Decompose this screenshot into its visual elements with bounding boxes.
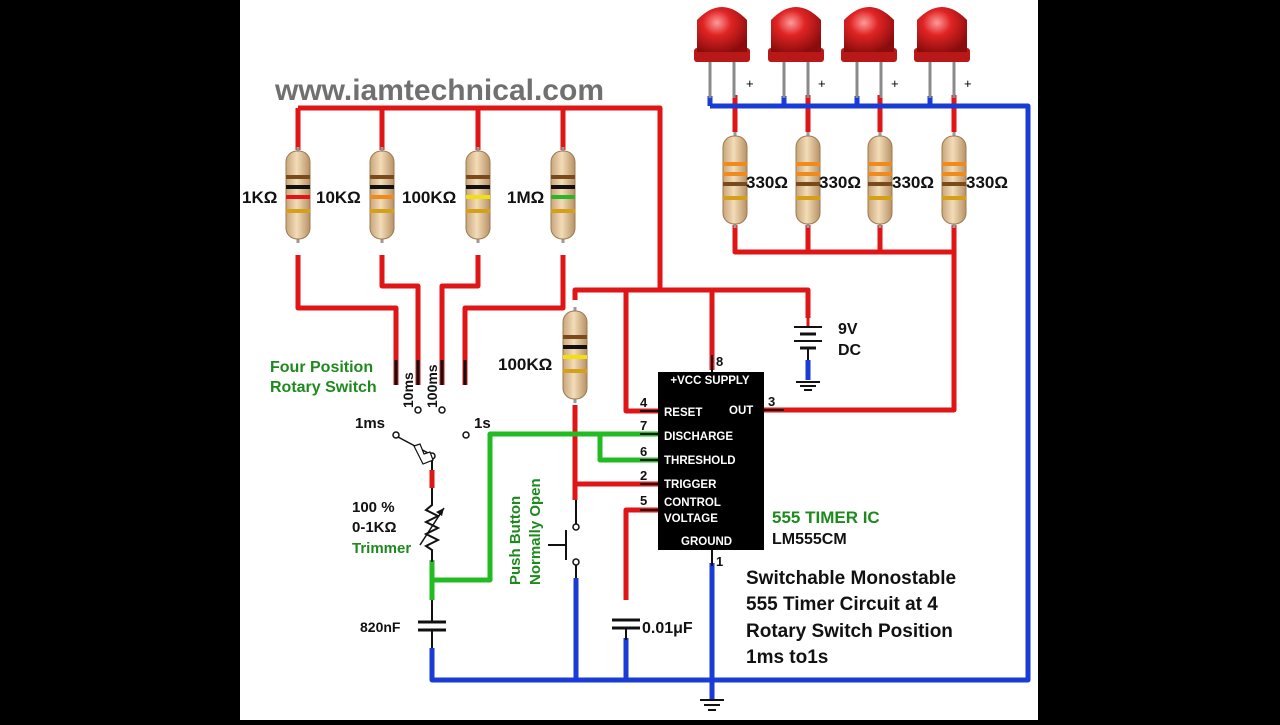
trimmer-label: Trimmer: [352, 540, 411, 557]
pin-number-2: 2: [640, 468, 647, 483]
switch-position-10ms: 10ms: [400, 372, 416, 408]
push-button-label-2: Normally Open: [527, 478, 544, 585]
ic-pin-control: CONTROL: [664, 497, 721, 509]
led-2: [768, 7, 824, 98]
ic-name: 555 TIMER IC: [772, 508, 880, 527]
pin-number-4: 4: [640, 395, 648, 410]
website-watermark: www.iamtechnical.com: [274, 74, 604, 107]
led-resistor-label-1: 330Ω: [746, 173, 788, 192]
pullup-resistor: [561, 305, 589, 405]
pin-number-8: 8: [716, 354, 723, 369]
led-resistor-1: [721, 130, 749, 230]
circuit-description: Switchable Monostable 555 Timer Circuit …: [746, 568, 956, 668]
ic-pin-numbers: 8 4 3 7 6 2 5 1: [640, 354, 775, 569]
ic-pin-trigger: TRIGGER: [664, 479, 717, 491]
timing-capacitor: [418, 600, 446, 648]
battery-9v: [794, 318, 822, 391]
ic-pin-ground: GROUND: [681, 536, 732, 548]
timing-resistor-1k: [284, 145, 312, 245]
timing-resistor-10k: [368, 145, 396, 245]
hand-cursor-icon: [413, 443, 434, 465]
resistor-label-100k: 100KΩ: [402, 188, 456, 207]
trimmer-range: 0-1KΩ: [352, 519, 397, 536]
rotary-switch-title-1: Four Position: [270, 359, 373, 376]
ic-pin-out: OUT: [729, 405, 753, 417]
ic-pin-discharge: DISCHARGE: [664, 431, 733, 443]
pin-number-7: 7: [640, 418, 647, 433]
ic-part-number: LM555CM: [772, 531, 847, 548]
ic-pin-threshold: THRESHOLD: [664, 455, 736, 467]
timing-capacitor-label: 820nF: [360, 619, 401, 635]
led-2-plus: +: [818, 76, 826, 91]
push-button-label-1: Push Button: [507, 496, 524, 585]
control-capacitor-label: 0.01μF: [642, 620, 693, 637]
led-1-plus: +: [746, 76, 754, 91]
pin-number-6: 6: [640, 444, 647, 459]
switch-position-100ms: 100ms: [424, 364, 440, 408]
pullup-resistor-label: 100KΩ: [498, 355, 552, 374]
pin-number-1: 1: [716, 554, 723, 569]
led-3-plus: +: [891, 76, 899, 91]
ic-pin-voltage: VOLTAGE: [664, 513, 718, 525]
trimmer-potentiometer: [419, 488, 445, 562]
ic-pin-reset: RESET: [664, 407, 702, 419]
led-4-plus: +: [964, 76, 972, 91]
pin-number-5: 5: [640, 493, 647, 508]
diagram-canvas: [240, 0, 1038, 720]
led-resistor-label-3: 330Ω: [892, 173, 934, 192]
description-line-3: Rotary Switch Position: [746, 621, 953, 642]
ground-symbol-icon: [700, 699, 724, 711]
led-resistor-2: [794, 130, 822, 230]
led-1: [694, 7, 750, 98]
switch-position-1s: 1s: [474, 415, 491, 432]
resistor-label-1k: 1KΩ: [242, 188, 277, 207]
resistor-label-10k: 10KΩ: [316, 188, 361, 207]
timing-resistor-100k: [464, 145, 492, 245]
led-resistor-label-2: 330Ω: [819, 173, 861, 192]
ic-555-chip: +VCC SUPPLY RESET OUT DISCHARGE THRESHOL…: [640, 355, 784, 566]
led-3: [841, 7, 897, 98]
description-line-4: 1ms to1s: [746, 647, 828, 668]
timing-resistor-1m: [549, 145, 577, 245]
led-row: + + + +: [694, 7, 972, 98]
rotary-switch-title-2: Rotary Switch: [270, 379, 377, 396]
description-line-1: Switchable Monostable: [746, 568, 956, 589]
ic-pin-vcc: +VCC SUPPLY: [670, 375, 749, 387]
battery-dc-label: DC: [838, 342, 862, 359]
control-capacitor: [612, 618, 640, 640]
push-button: [548, 500, 580, 578]
rotary-switch: [392, 360, 470, 470]
resistor-label-1m: 1MΩ: [507, 188, 544, 207]
led-resistor-4: [940, 130, 968, 230]
battery-voltage-label: 9V: [838, 321, 858, 338]
switch-position-1ms: 1ms: [355, 415, 385, 432]
led-resistor-label-4: 330Ω: [966, 173, 1008, 192]
led-4: [914, 7, 970, 98]
vcc-wires: [295, 95, 957, 600]
trimmer-percent: 100 %: [352, 499, 395, 516]
ground-wires: [429, 96, 1031, 700]
description-line-2: 555 Timer Circuit at 4: [746, 594, 938, 615]
led-resistor-3: [866, 130, 894, 230]
pin-number-3: 3: [768, 394, 775, 409]
